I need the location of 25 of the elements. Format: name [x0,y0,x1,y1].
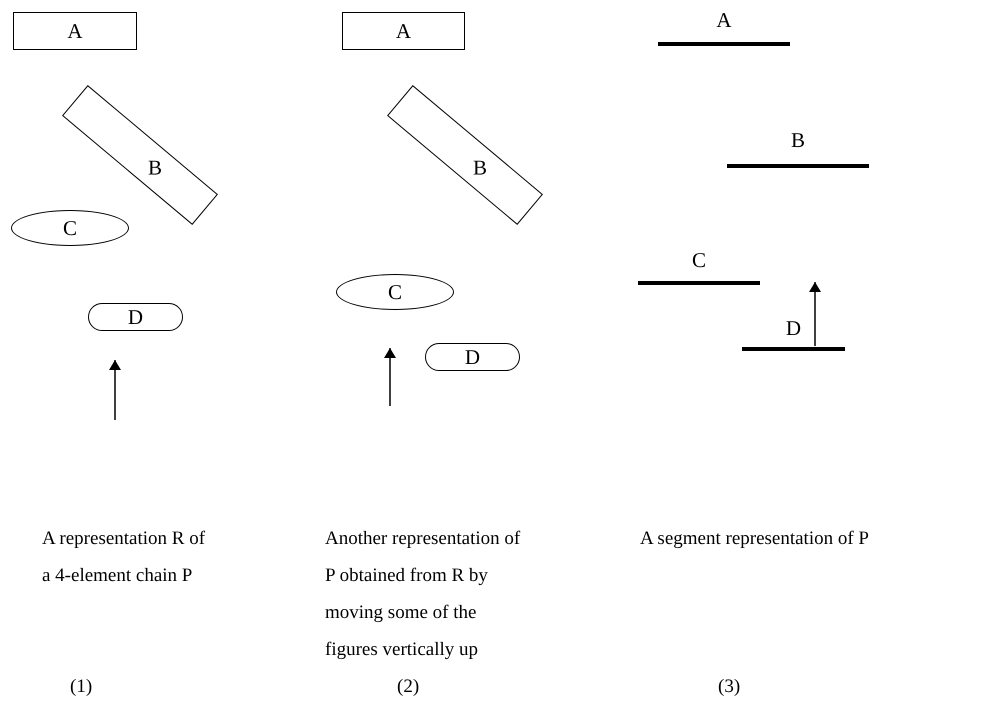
figure-label: B [148,155,162,180]
figure-label: A [716,8,732,33]
caption-text: A representation R of a 4-element chain P [42,527,206,588]
figure-label: A [396,18,412,44]
panel-number: (2) [397,675,420,699]
panel-number: (1) [70,675,94,699]
figure-label: B [473,155,488,180]
figure-label: B [790,128,805,153]
rectangle-figure [342,12,465,50]
ellipse-figure [11,210,129,246]
rounded-figure [88,303,183,331]
figure-label: A [67,18,83,44]
panel-number: (3) [718,675,742,699]
rectangle-figure [13,12,137,50]
figure-label: C [388,280,402,304]
figure-label: C [62,216,77,240]
caption-text: Another representation of P obtained from R by moving some of the figures vertically up [325,527,522,662]
figure-label: C [692,248,706,273]
figure-label: D [786,316,802,341]
figure-label: D [128,304,144,330]
caption-text: A segment representation of P [640,527,870,551]
rectangle-figure [387,85,543,225]
figure-label: D [464,344,480,370]
rounded-figure [425,343,520,371]
ellipse-figure [336,274,454,310]
